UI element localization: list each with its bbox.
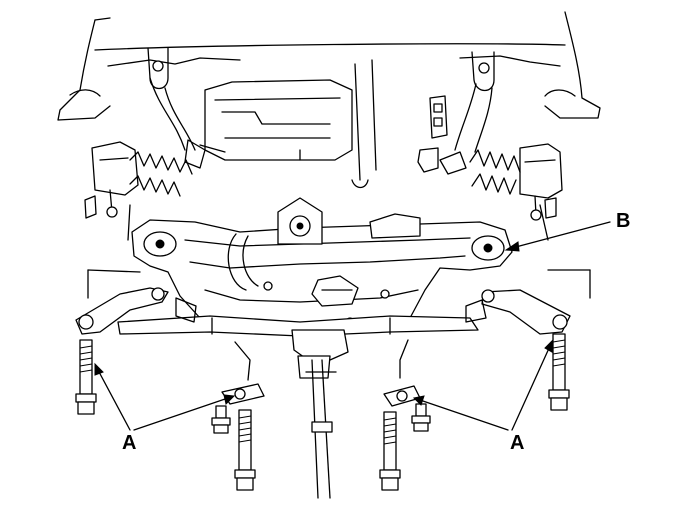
bolt-right-long	[548, 333, 570, 411]
callout-label-a-right: A	[510, 432, 525, 454]
callout-label-b: B	[616, 210, 631, 232]
bolt-center-right	[379, 411, 401, 491]
bolt-left-long	[75, 339, 97, 415]
vehicle-body-outline	[57, 11, 601, 121]
leader-lines-a-left	[94, 362, 236, 431]
right-knuckle-assembly	[439, 51, 563, 221]
leader-lines-a-right	[412, 338, 554, 431]
engine-oil-pan	[204, 59, 377, 189]
callout-label-a-left: A	[122, 432, 137, 454]
lower-control-arms	[75, 287, 571, 335]
bolt-short-right	[411, 403, 431, 432]
side-panels	[87, 204, 591, 299]
leader-line-b	[504, 221, 611, 252]
front-subframe	[117, 197, 513, 379]
bolt-short-left	[211, 405, 231, 434]
left-knuckle-assembly	[84, 47, 226, 219]
upper-bracket	[417, 95, 448, 173]
bolt-center-left	[234, 409, 256, 491]
steering-shaft	[305, 359, 337, 499]
